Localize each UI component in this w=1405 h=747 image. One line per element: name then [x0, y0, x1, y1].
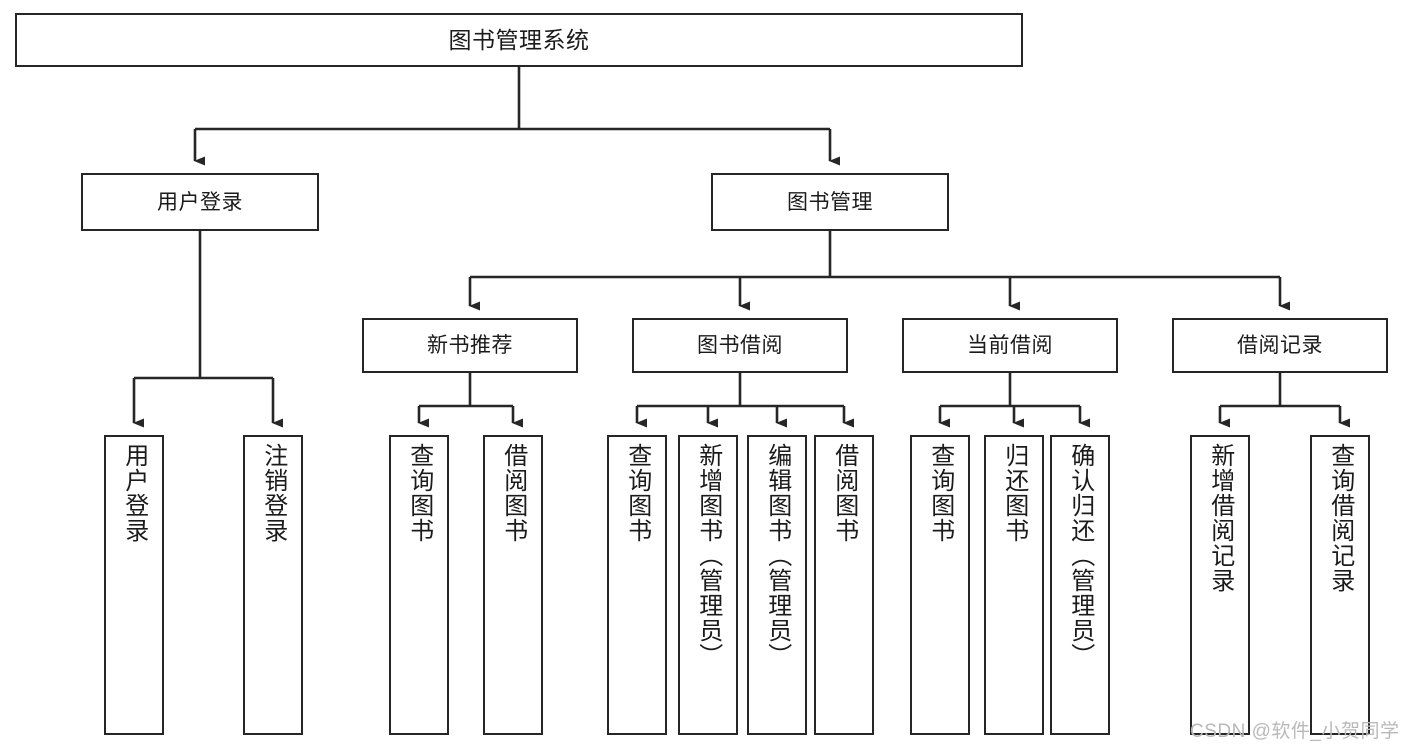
node-root-system[interactable]: 图书管理系统: [15, 13, 1023, 67]
node-leaf-add-record[interactable]: 新增借阅记录: [1190, 435, 1250, 735]
node-leaf-user-login[interactable]: 用户登录: [104, 435, 164, 735]
node-new-book-recommend[interactable]: 新书推荐: [362, 318, 578, 373]
node-leaf-query-book-3[interactable]: 查询图书: [910, 435, 970, 735]
node-borrow-record[interactable]: 借阅记录: [1172, 318, 1388, 373]
node-leaf-logout[interactable]: 注销登录: [243, 435, 303, 735]
node-leaf-query-book-2[interactable]: 查询图书: [607, 435, 667, 735]
node-leaf-query-record[interactable]: 查询借阅记录: [1310, 435, 1370, 735]
node-label: 图书管理系统: [448, 26, 590, 53]
node-leaf-edit-book[interactable]: 编辑图书（管理员）: [747, 435, 807, 735]
node-label: 查询图书: [405, 443, 433, 543]
node-label: 注销登录: [259, 443, 287, 543]
node-book-management[interactable]: 图书管理: [711, 173, 949, 231]
node-book-borrow[interactable]: 图书借阅: [632, 318, 848, 373]
node-leaf-borrow-book-1[interactable]: 借阅图书: [483, 435, 543, 735]
node-current-borrow[interactable]: 当前借阅: [902, 318, 1118, 373]
node-label: 编辑图书（管理员）: [763, 443, 791, 668]
node-leaf-query-book-1[interactable]: 查询图书: [389, 435, 449, 735]
node-label: 查询图书: [926, 443, 954, 543]
node-label: 借阅图书: [499, 443, 527, 543]
node-label: 借阅图书: [830, 443, 858, 543]
csdn-watermark: CSDN @软件_小贺同学: [1190, 721, 1400, 742]
node-leaf-return-book[interactable]: 归还图书: [984, 435, 1044, 735]
node-label: 用户登录: [157, 190, 243, 214]
node-label: 图书管理: [787, 190, 873, 214]
node-leaf-confirm-return[interactable]: 确认归还（管理员）: [1050, 435, 1110, 735]
node-label: 图书借阅: [697, 334, 783, 357]
node-label: 用户登录: [120, 443, 148, 543]
node-label: 当前借阅: [967, 334, 1053, 357]
node-label: 借阅记录: [1237, 334, 1323, 357]
node-label: 查询图书: [623, 443, 651, 543]
node-user-login[interactable]: 用户登录: [81, 173, 319, 231]
node-label: 新增借阅记录: [1206, 443, 1234, 593]
node-label: 新增图书（管理员）: [694, 443, 722, 668]
node-leaf-borrow-book-2[interactable]: 借阅图书: [814, 435, 874, 735]
node-leaf-add-book[interactable]: 新增图书（管理员）: [678, 435, 738, 735]
node-label: 归还图书: [1000, 443, 1028, 543]
node-label: 新书推荐: [427, 334, 513, 357]
node-label: 查询借阅记录: [1326, 443, 1354, 593]
node-label: 确认归还（管理员）: [1066, 443, 1094, 668]
